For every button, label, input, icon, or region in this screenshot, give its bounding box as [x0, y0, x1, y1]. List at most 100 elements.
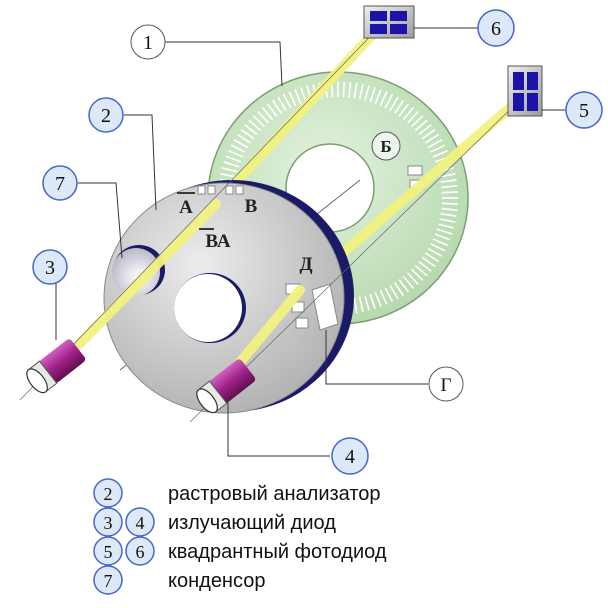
- raster-tick: [374, 89, 382, 105]
- svg-text:7: 7: [55, 173, 65, 195]
- legend-text-analyzer: растровый анализатор: [168, 483, 381, 505]
- raster-tick: [393, 99, 405, 114]
- analyzer-window: [197, 185, 206, 195]
- raster-tick: [221, 167, 238, 173]
- raster-tick: [342, 81, 346, 98]
- callout-1: 1: [130, 24, 166, 60]
- raster-tick: [427, 247, 443, 257]
- callout-2: 2: [88, 97, 124, 133]
- callout-4: 4: [331, 437, 369, 475]
- raster-tick: [230, 144, 246, 153]
- raster-tick: [393, 282, 405, 297]
- raster-tick: [353, 297, 358, 314]
- svg-text:6: 6: [136, 542, 145, 562]
- svg-text:1: 1: [143, 32, 153, 54]
- analyzer-window: [207, 185, 216, 195]
- analyzer-window: [311, 283, 339, 331]
- raster-tick: [402, 107, 415, 121]
- svg-text:2: 2: [104, 484, 113, 504]
- raster-tick: [236, 133, 252, 144]
- raster-tick: [353, 82, 358, 99]
- svg-text:6: 6: [491, 18, 501, 40]
- raster-tick: [261, 107, 274, 121]
- callouts: 1 2 7 3 4 6 5 Г: [32, 9, 603, 475]
- raster-tick: [434, 233, 451, 241]
- raster-tick: [233, 139, 249, 149]
- raster-tick: [244, 124, 258, 136]
- legend-row-3: 5 6 квадрантный фотодиод: [93, 536, 387, 566]
- raster-tick: [225, 155, 242, 163]
- raster-tick: [421, 128, 436, 140]
- raster-tick: [441, 207, 458, 211]
- legend-row-1: 2 растровый анализатор: [93, 478, 381, 508]
- condenser-lens: [112, 248, 160, 296]
- analyzer-disk: А В ВА Д: [103, 180, 354, 414]
- raster-tick: [271, 99, 283, 114]
- label-v: В: [245, 196, 258, 217]
- raster-tick: [410, 115, 424, 128]
- raster-tick: [438, 223, 455, 229]
- svg-text:4: 4: [136, 513, 145, 533]
- legend-row-4: 7 конденсор: [93, 565, 265, 595]
- raster-tick: [364, 85, 370, 101]
- legend-text-emitter: излучающий диод: [168, 512, 336, 534]
- emitter-diode-3: [26, 339, 86, 394]
- analyzer-window: [295, 317, 309, 329]
- raster-tick: [384, 287, 394, 303]
- raster-tick: [427, 139, 443, 149]
- raster-tick: [252, 115, 266, 128]
- raster-tick: [421, 256, 436, 268]
- legend: 2 растровый анализатор 3 4 излучающий ди…: [93, 478, 387, 595]
- callout-3: 3: [32, 249, 68, 285]
- raster-tick: [441, 191, 458, 194]
- raster-tick: [248, 119, 262, 132]
- raster-tick: [410, 268, 424, 281]
- raster-tick: [414, 119, 428, 132]
- raster-tick: [430, 144, 446, 153]
- svg-text:3: 3: [45, 257, 55, 279]
- raster-tick: [432, 149, 448, 158]
- raster-tick: [300, 87, 307, 103]
- callout-7: 7: [42, 165, 78, 201]
- raster-tick: [220, 173, 237, 178]
- raster-tick: [240, 128, 255, 140]
- label-b: Б: [380, 137, 391, 156]
- raster-tick: [374, 291, 382, 307]
- raster-tick: [439, 173, 456, 178]
- raster-tick: [358, 296, 364, 313]
- label-va: ВА: [205, 231, 230, 252]
- raster-tick: [432, 238, 448, 247]
- raster-tick: [369, 87, 376, 103]
- raster-tick: [440, 212, 457, 217]
- raster-tick: [418, 124, 432, 136]
- raster-tick: [398, 103, 410, 117]
- analyzer-window: [225, 185, 234, 195]
- raster-tick: [441, 202, 458, 205]
- raster-tick: [369, 293, 376, 309]
- raster-tick: [294, 89, 302, 105]
- raster-tick: [379, 91, 388, 107]
- label-b-circle: [371, 131, 401, 161]
- legend-text-condenser: конденсор: [168, 570, 265, 592]
- raster-tick: [277, 96, 287, 112]
- beam-axis: [19, 21, 385, 401]
- photodiode-6: [363, 5, 415, 39]
- raster-tick: [407, 110, 419, 124]
- raster-tick: [348, 82, 352, 98]
- svg-text:Г: Г: [441, 375, 452, 396]
- raster-tick: [418, 260, 432, 272]
- raster-tick: [424, 252, 440, 263]
- raster-tick: [389, 284, 399, 300]
- svg-text:7: 7: [104, 571, 113, 591]
- raster-tick: [440, 179, 457, 184]
- raster-tick: [398, 279, 410, 293]
- svg-text:4: 4: [345, 446, 355, 468]
- raster-tick: [414, 264, 428, 277]
- svg-text:5: 5: [579, 100, 589, 122]
- emitter-diode-4: [196, 359, 256, 414]
- raster-tick: [436, 228, 453, 235]
- photodiode-5: [507, 65, 543, 117]
- raster-tick: [288, 91, 297, 107]
- raster-tick: [424, 133, 440, 144]
